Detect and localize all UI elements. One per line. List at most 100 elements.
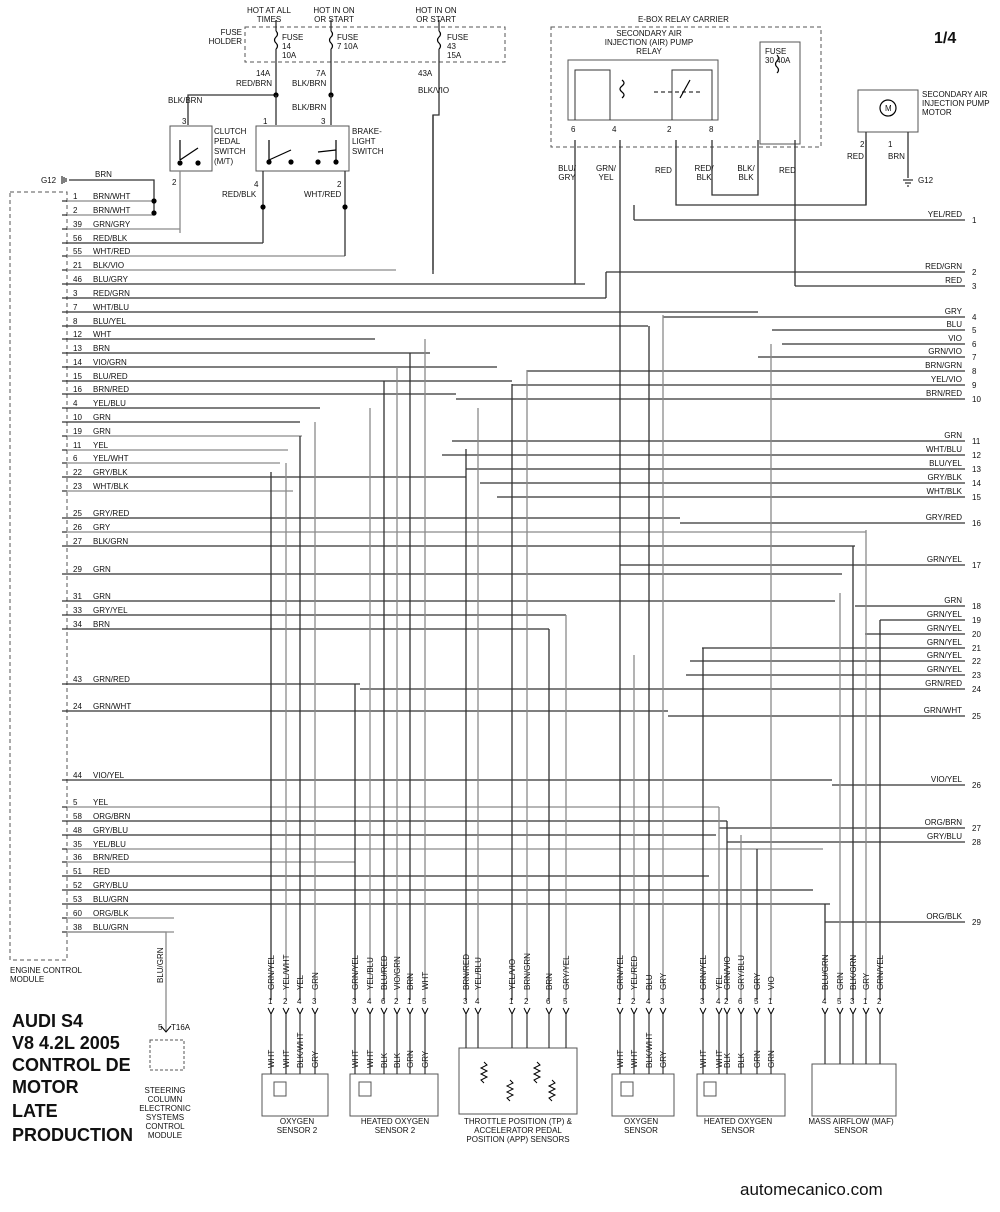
ecm-wire-color-13: BRN: [93, 344, 110, 353]
ecm-pin-4: 4: [73, 399, 78, 408]
ref-color-6: VIO: [948, 334, 962, 343]
sensor-1-wire-0: GRN/YEL: [351, 954, 360, 990]
relay-internal-1: [574, 69, 611, 120]
maf-sensor-label: MASS AIRFLOW (MAF) SENSOR: [808, 1117, 894, 1135]
clutch-contact-dot: [177, 160, 183, 166]
ecm-pin-25: 25: [73, 509, 82, 518]
ref-color-9: YEL/VIO: [931, 375, 962, 384]
sensor-1-pin-4: 1: [407, 997, 412, 1006]
brake-link-b: [268, 149, 292, 161]
pump-wire-red: RED: [847, 152, 864, 161]
ebox-wire-blu-gry: BLU/ GRY: [558, 164, 576, 182]
ecm-wire-color-11: YEL: [93, 441, 109, 450]
sensor-5-wire-4: GRN/YEL: [876, 954, 885, 990]
steering-pin-5: 5: [158, 1023, 163, 1032]
sensor-0-pin-1: 2: [283, 997, 288, 1006]
ecm-wire-color-44: VIO/YEL: [93, 771, 125, 780]
ref-color-3: RED: [945, 276, 962, 285]
sensor-4-pin-4: 5: [754, 997, 759, 1006]
ecm-pin-46: 46: [73, 275, 82, 284]
hot-at-all-times-label: HOT AT ALL TIMES: [246, 6, 292, 24]
splice-red-blk: [260, 204, 266, 210]
oxygen-sensor-2-label: OXYGEN SENSOR 2: [276, 1117, 318, 1135]
ref-number-13: 13: [972, 465, 981, 474]
ref-color-29: ORG/BLK: [926, 912, 962, 921]
ref-color-23: GRN/YEL: [927, 665, 963, 674]
motor-icon: [879, 99, 897, 117]
sensor-4-bottom-5: GRN: [767, 1050, 776, 1068]
sensor-2-wire-4: BRN: [545, 973, 554, 990]
ecm-pin-1: 1: [73, 192, 78, 201]
connector-chevron: [406, 1007, 414, 1016]
ebox-wire-red-2: RED: [779, 166, 796, 175]
sensor-1-wire-1: YEL/BLU: [366, 957, 375, 990]
wire-14a-color: RED/BRN: [236, 79, 273, 88]
sensor-box-2: [458, 1047, 578, 1115]
sensor-4-wire-2: GRN/VIO: [723, 956, 732, 990]
ref-number-25: 25: [972, 712, 981, 721]
o2-heater-icon-0: [273, 1081, 287, 1097]
ref-number-7: 7: [972, 353, 977, 362]
sensor-4-pin-2: 2: [724, 997, 729, 1006]
sensor-2-pin-4: 6: [546, 997, 551, 1006]
fuse43-label: FUSE 43 15A: [447, 33, 469, 60]
ref-color-25: GRN/WHT: [924, 706, 962, 715]
sensor-4-wire-0: GRN/YEL: [699, 954, 708, 990]
ecm-pin-35: 35: [73, 840, 82, 849]
ref-number-18: 18: [972, 602, 981, 611]
ebox-wire-grn-yel: GRN/ YEL: [596, 164, 616, 182]
sensor-4-bottom-1: WHT: [715, 1050, 724, 1068]
connector-chevron: [508, 1007, 516, 1016]
ground-symbol-right: [903, 179, 913, 187]
ecm-wire-color-39: GRN/GRY: [93, 220, 131, 229]
fuse43-symbol: [436, 30, 442, 50]
ecm-wire-color-15: BLU/RED: [93, 372, 128, 381]
ref-number-22: 22: [972, 657, 981, 666]
pump-motor-box: [857, 89, 919, 133]
ecm-label: ENGINE CONTROL MODULE: [10, 966, 82, 984]
heated-oxygen-sensor-label: HEATED OXYGEN SENSOR: [703, 1117, 773, 1135]
wire-7a-color: BLK/BRN: [292, 79, 327, 88]
title-line-3: CONTROL DE: [12, 1055, 131, 1075]
connector-chevron: [821, 1007, 829, 1016]
ecm-wire-color-21: BLK/VIO: [93, 261, 124, 270]
ref-color-10: BRN/RED: [926, 389, 962, 398]
ref-number-2: 2: [972, 268, 977, 277]
ground-g12-right: G12: [918, 176, 934, 185]
ecm-wire-color-27: BLK/GRN: [93, 537, 128, 546]
sensor-2-pin-5: 5: [563, 997, 568, 1006]
ecm-wire-color-52: GRY/BLU: [93, 881, 128, 890]
sensor-5-pin-4: 2: [877, 997, 882, 1006]
sensor-0-wire-2: YEL: [296, 974, 305, 990]
connector-chevron: [380, 1007, 388, 1016]
sensor-1-wire-3: VIO/GRN: [393, 956, 402, 990]
connector-chevron: [659, 1007, 667, 1016]
brake-contact-4: [333, 159, 339, 165]
ref-color-22: GRN/YEL: [927, 651, 963, 660]
brake-pin-3: 3: [321, 117, 326, 126]
sensor-3-pin-1: 2: [631, 997, 636, 1006]
ground-wire-brn: BRN: [95, 170, 112, 179]
fuse14-label: FUSE 14 10A: [282, 33, 304, 60]
ecm-pin-12: 12: [73, 330, 82, 339]
ecm-wire-color-58: ORG/BRN: [93, 812, 131, 821]
sensor-4-bottom-0: WHT: [699, 1050, 708, 1068]
brake-contact-1: [266, 159, 272, 165]
ref-number-11: 11: [972, 437, 981, 446]
ecm-wire-color-8: BLU/YEL: [93, 317, 126, 326]
ecm-pin-5: 5: [73, 798, 78, 807]
sensor-1-pin-3: 2: [394, 997, 399, 1006]
connector-chevron: [462, 1007, 470, 1016]
ebox-wire-red-blk: RED/ BLK: [694, 164, 714, 182]
connector-chevron: [753, 1007, 761, 1016]
steering-wire-blu-grn: BLU/GRN: [156, 947, 165, 983]
clutch-pedal-switch-label: CLUTCH PEDAL SWITCH (M/T): [214, 127, 247, 166]
ecm-wire-color-24: GRN/WHT: [93, 702, 131, 711]
fuse30-box: [759, 41, 801, 145]
relay-pin-2: 2: [667, 125, 672, 134]
connector-chevron: [474, 1007, 482, 1016]
wire-blk-brn-2: BLK/BRN: [292, 103, 327, 112]
website-link[interactable]: automecanico.com: [740, 1180, 883, 1199]
ecm-wire-color-31: GRN: [93, 592, 111, 601]
sensor-0-bottom-1: WHT: [282, 1050, 291, 1068]
